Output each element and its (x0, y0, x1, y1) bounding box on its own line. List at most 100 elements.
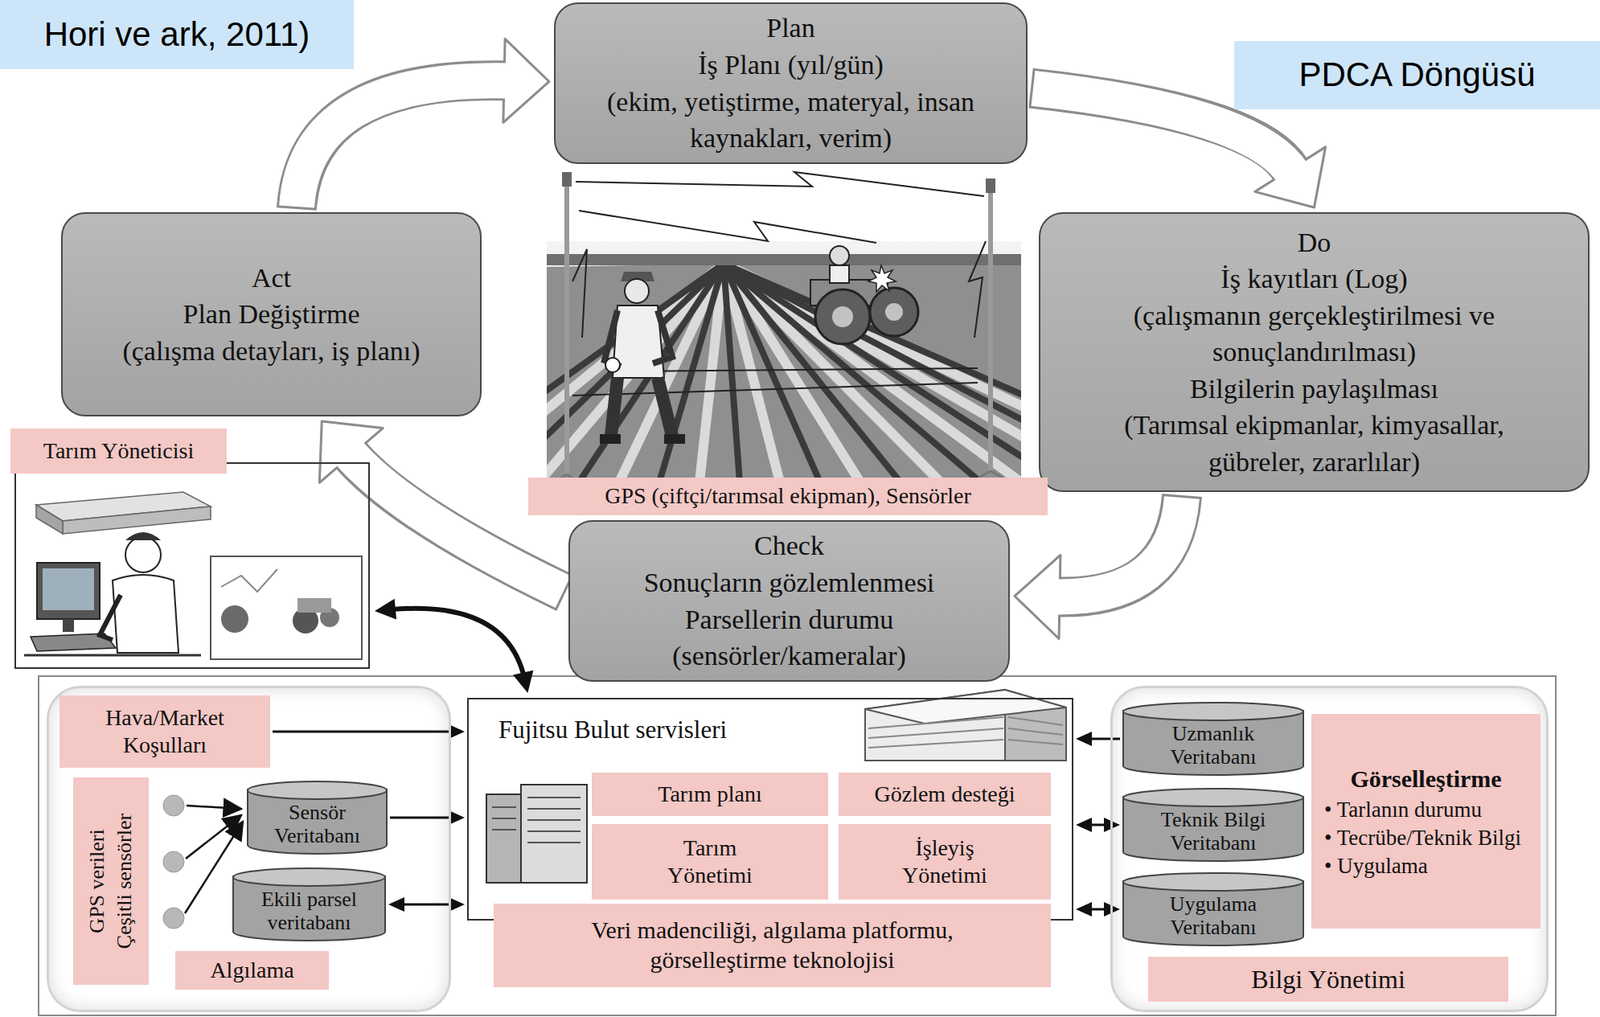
label-text: Veri madenciliği, algılama platformu, gö… (525, 915, 1019, 975)
database-cylinder: Sensör Veritabanı (246, 780, 388, 855)
platform-box: Veri madenciliği, algılama platformu, gö… (493, 903, 1051, 988)
field-photo (546, 263, 1022, 478)
knowledge-region: Bilgi Yönetimi Uzmanlık VeritabanıTeknik … (1110, 685, 1549, 1013)
sensor-dot (163, 907, 185, 929)
body-text: (Tarımsal ekipmanlar, kimyasallar, gübre… (1080, 406, 1548, 480)
datacenter-building (868, 739, 1004, 748)
database-cylinder: Teknik Bilgi Veritabanı (1122, 787, 1305, 862)
field-photo (546, 254, 1022, 478)
flow-arrow (1075, 817, 1120, 833)
database-cylinder: Uygulama Veritabanı (1122, 872, 1305, 947)
datacenter-building (1008, 739, 1063, 745)
label-text: Ekili parsel veritabanı (238, 887, 380, 935)
plan-box: Planİş Planı (yıl/gün)(ekim, yetiştirme,… (553, 2, 1028, 165)
datacenter-building (1008, 728, 1063, 735)
server-icon (492, 806, 517, 809)
computer-user (125, 537, 161, 573)
cycle-arrow-fill (348, 451, 563, 592)
text-group: Hava/Market Koşulları (67, 704, 263, 759)
sensor-pole (978, 471, 1003, 478)
text-group: PDCA Döngüsü (1243, 54, 1591, 95)
text-group: GPS verileriÇeşitli sensörler (73, 777, 149, 985)
computer-user (36, 562, 100, 620)
service-box: Tarım planı (591, 772, 829, 817)
label-text: Bilgi Yönetimi (1148, 956, 1509, 1002)
wireless-signal (575, 172, 985, 197)
sensor-dot (163, 795, 185, 929)
text-group: GPS (çiftçi/tarımsal ekipman), Sensörler (536, 482, 1040, 510)
server-icon (527, 808, 581, 810)
computer-user (99, 594, 121, 640)
server-icon (492, 817, 517, 820)
label-text: Hava/Market Koşulları (67, 704, 263, 759)
wireless-signal (968, 241, 986, 338)
database-cylinder: Ekili parsel veritabanı (232, 867, 386, 942)
computer-user (62, 619, 74, 632)
label-text: Uzmanlık Veritabanı (1128, 722, 1298, 769)
office-building (62, 506, 211, 534)
text-group: Uzmanlık Veritabanı (1128, 722, 1298, 769)
text-group: Tarım planı (599, 780, 821, 809)
connector-line (272, 730, 454, 734)
bottom-frame (38, 676, 1556, 1016)
dashboard-screen (221, 569, 278, 592)
label-text: Tarım planı (599, 780, 821, 809)
text-group: Görselleştirme• Tarlanın durumu• Tecrübe… (1324, 762, 1528, 881)
label-text: Uygulama Veritabanı (1128, 892, 1298, 940)
label-text: Hori ve ark, 2011) (9, 14, 345, 55)
farmer-figure (624, 278, 649, 304)
text-group: ActPlan Değiştirme(çalışma detayları, iş… (94, 259, 448, 370)
server-icon (492, 797, 581, 843)
service-box: İşleyiş Yönetimi (838, 824, 1051, 900)
flow-arrow (1075, 902, 1120, 917)
office-building (36, 492, 211, 534)
body-text: (ekim, yetiştirme, materyal, insan kayna… (595, 83, 986, 157)
body-text: (çalışmanın gerçekleştirilmesi ve sonuçl… (1080, 297, 1548, 371)
server-icon (492, 828, 517, 831)
sensor-dot (163, 795, 185, 817)
arrow-head (374, 598, 397, 620)
connector-line (1087, 738, 1120, 741)
body-text: Parsellerin durumu (602, 601, 977, 639)
datacenter-building (868, 717, 1063, 748)
service-box: Gözlem desteği (838, 772, 1051, 817)
text-group: Uygulama Veritabanı (1128, 892, 1298, 940)
flow-arrow (272, 724, 465, 739)
wireless-signal (572, 249, 587, 338)
farmer-figure (652, 310, 673, 364)
tractor-figure (810, 246, 919, 345)
farmer-figure (599, 434, 621, 444)
datacenter-building (865, 689, 1067, 724)
body-text: • Uygulama (1324, 852, 1528, 881)
text-group: Doİş kayıtları (Log)(çalışmanın gerçekle… (1080, 224, 1548, 481)
body-text: İş Planı (yıl/gün) (595, 46, 986, 84)
server-icon (527, 796, 581, 799)
text-group: Planİş Planı (yıl/gün)(ekim, yetiştirme,… (595, 9, 986, 156)
dashboard-screen (221, 605, 249, 633)
tractor-figure (815, 289, 870, 345)
text-group: Hori ve ark, 2011) (9, 14, 345, 55)
wireless-signal (572, 172, 986, 396)
tractor-figure (829, 265, 850, 284)
label-text: PDCA Döngüsü (1243, 54, 1591, 95)
connector-line (389, 608, 525, 679)
heading-text: Check (602, 527, 977, 565)
heading-text: Act (94, 259, 448, 297)
datacenter-building (868, 717, 1004, 729)
server-icon (527, 819, 581, 821)
manager-panel-fill (14, 462, 370, 669)
computer-user (24, 654, 202, 657)
flow-arrow (374, 598, 534, 694)
cylinder-cap (1123, 788, 1304, 807)
office-building (36, 504, 63, 534)
computer-user (42, 568, 95, 611)
server-icon (486, 784, 587, 883)
body-text: Bilgilerin paylaşılması (1080, 370, 1548, 408)
text-group: Tarım Yönetimi (640, 834, 780, 890)
dashboard-screen (210, 556, 362, 660)
sensor-pole (985, 178, 996, 193)
arrow-head (448, 897, 465, 912)
computer-user (24, 532, 202, 656)
cycle-arrow-fill (296, 80, 509, 207)
text-group: Ekili parsel veritabanı (238, 887, 380, 935)
